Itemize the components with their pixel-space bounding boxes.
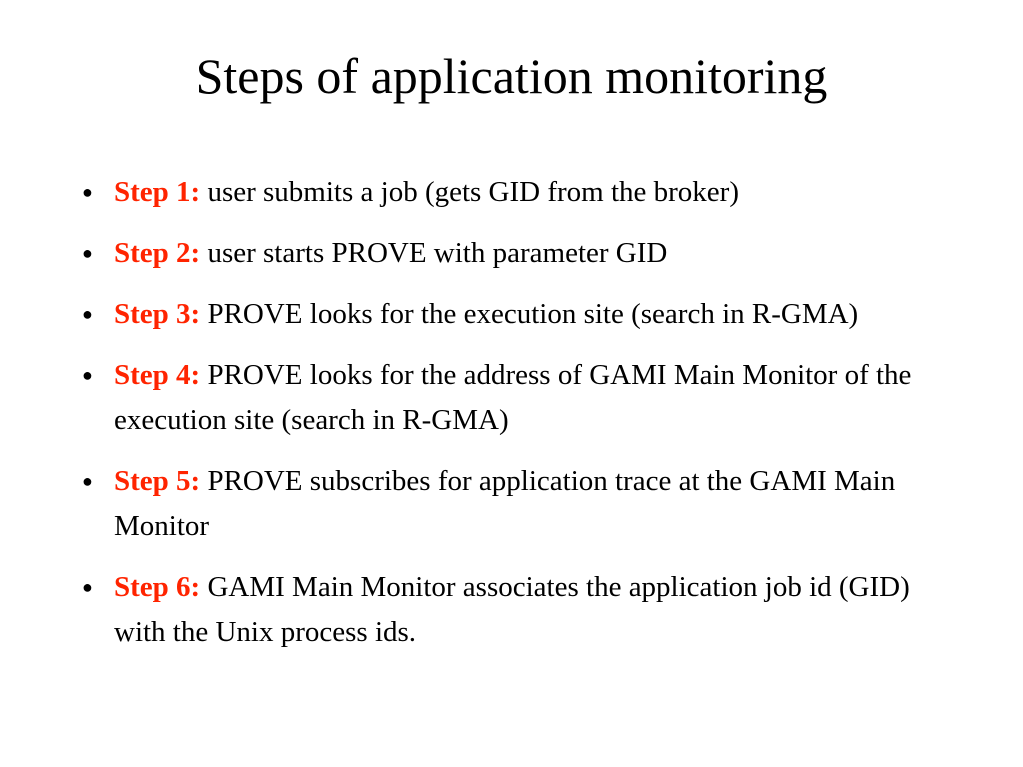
step-text: PROVE looks for the address of GAMI Main… <box>114 359 912 436</box>
bullet-dot-icon: ● <box>82 304 93 324</box>
step-item-5: ● Step 5: PROVE subscribes for applicati… <box>82 459 962 549</box>
step-text: user submits a job (gets GID from the br… <box>207 176 739 208</box>
step-label: Step 1: <box>114 176 201 208</box>
step-text: user starts PROVE with parameter GID <box>207 237 668 269</box>
step-label: Step 5: <box>114 465 201 497</box>
step-text: GAMI Main Monitor associates the applica… <box>114 571 910 648</box>
step-item-4: ● Step 4: PROVE looks for the address of… <box>82 353 962 443</box>
bullet-dot-icon: ● <box>82 243 93 263</box>
step-list: ● Step 1: user submits a job (gets GID f… <box>82 170 962 671</box>
bullet-dot-icon: ● <box>82 471 93 491</box>
bullet-dot-icon: ● <box>82 365 93 385</box>
step-label: Step 2: <box>114 237 201 269</box>
step-label: Step 4: <box>114 359 201 391</box>
step-item-3: ● Step 3: PROVE looks for the execution … <box>82 292 962 337</box>
bullet-dot-icon: ● <box>82 182 93 202</box>
slide-title: Steps of application monitoring <box>195 48 828 104</box>
step-item-2: ● Step 2: user starts PROVE with paramet… <box>82 231 962 276</box>
step-item-1: ● Step 1: user submits a job (gets GID f… <box>82 170 962 215</box>
step-item-6: ● Step 6: GAMI Main Monitor associates t… <box>82 565 962 655</box>
step-text: PROVE subscribes for application trace a… <box>114 465 896 542</box>
step-label: Step 6: <box>114 571 201 603</box>
bullet-dot-icon: ● <box>82 577 93 597</box>
step-text: PROVE looks for the execution site (sear… <box>207 298 859 330</box>
step-label: Step 3: <box>114 298 201 330</box>
